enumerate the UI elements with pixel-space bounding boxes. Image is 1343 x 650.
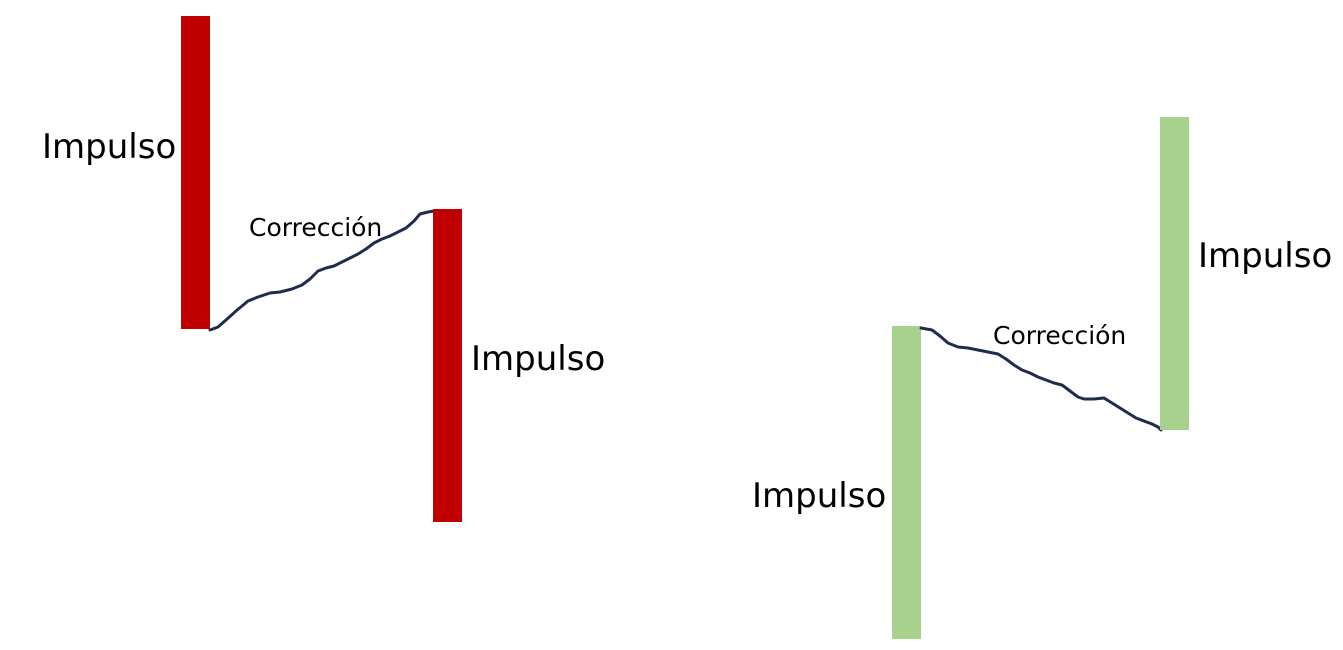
bullish-pattern: Impulso Corrección Impulso	[752, 117, 1332, 639]
bullish-correction-line	[919, 326, 1163, 432]
bearish-correction-line	[208, 209, 436, 332]
bearish-impulse-bar-1	[181, 16, 210, 329]
bullish-impulse-bar-2	[1160, 117, 1189, 430]
bearish-impulse-label-1: Impulso	[42, 127, 176, 167]
bullish-correction-label: Corrección	[993, 321, 1126, 350]
bullish-impulse-label-2: Impulso	[1198, 236, 1332, 276]
bearish-impulse-bar-2	[433, 209, 462, 522]
bearish-pattern: Impulso Corrección Impulso	[42, 16, 605, 522]
bearish-correction-label: Corrección	[249, 213, 382, 242]
bullish-impulse-bar-1	[892, 326, 921, 639]
bearish-impulse-label-2: Impulso	[471, 339, 605, 379]
bullish-impulse-label-1: Impulso	[752, 476, 886, 516]
